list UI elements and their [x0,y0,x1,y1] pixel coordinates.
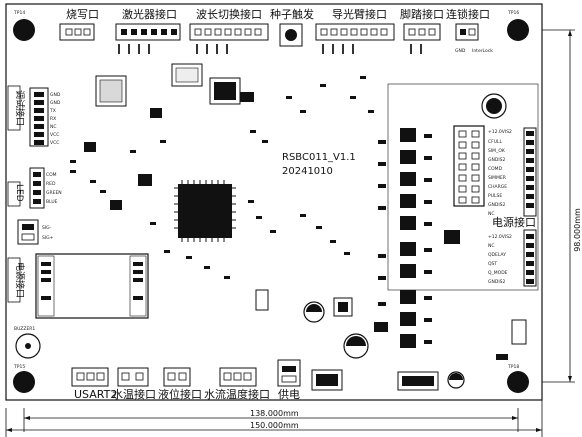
connector-label-laser: 激光器接口 [122,7,177,21]
uart-pin: NC [50,124,57,130]
interlock-pin-gnd: GND [455,48,466,54]
seed-trigger-button [279,23,303,47]
connector-light-guide [315,23,395,41]
connector-label-usart2: USART2 [74,388,117,401]
connector-label-seed-trigger: 种子触发 [270,7,314,21]
sig-pin: SIG+ [42,235,54,241]
rc1-pin: PULSE [488,193,502,199]
center-area: RSBC011_V1.1 20241010 [70,63,388,359]
led-pin: BLUE [46,199,58,205]
connector-label-footswitch: 脚踏接口 [400,7,444,21]
led-header [29,167,45,209]
mounting-hole-tr [507,19,529,41]
right-connector-2 [523,229,537,287]
mounting-hole-tl [13,19,35,41]
connector-label-flash: 烧写口 [66,8,99,21]
rc1-pin: COMD [488,166,503,172]
test-point-label: TP15 [13,364,25,370]
uart-pin: VCC [50,132,59,138]
board-outline [5,3,543,401]
rc1-pin: +12.0VIS2 [488,129,512,135]
rc1-pin: GNDIS2 [488,157,506,163]
connector-interlock [455,23,479,41]
connector-wavelength [189,23,269,41]
rc1-pin: CHARGE [488,184,507,190]
rc2-pin: NC [488,243,495,249]
rc1-pin: GNDIS2 [488,202,506,208]
right-side: +12.0VIS2 CFULL SIM_OK GNDIS2 COMD SIMME… [378,83,539,389]
uart-pin: RX [50,116,56,122]
electrolytic-cap [481,93,507,119]
connector-label-interlock: 连锁接口 [446,7,490,21]
rc2-pin: Q_MODE [488,270,508,276]
mcu-chip [178,184,232,238]
dimension-lines [5,29,575,437]
connector-footswitch [403,23,441,41]
connector-power [277,359,301,387]
uart-pin: VCC [50,140,59,146]
led-pin: GREEN [46,190,62,196]
connector-laser [115,23,181,41]
connector-usart2 [71,367,109,387]
left-label-power: 电源接口 [14,262,26,298]
connector-label-light-guide: 导光臂接口 [332,7,387,21]
rc2-pin: GNDIS2 [488,279,506,285]
uart-pin: GND [50,100,61,106]
left-label-debug: 调试接口 [14,90,26,126]
connector-flash [59,23,95,41]
led-pin: RED [46,181,56,187]
buzzer [15,333,41,359]
connector-label-liquid-level: 液位接口 [158,387,202,401]
mounting-hole-br [507,371,529,393]
left-side: 调试接口 LED 电源接口 GND GND TX RX NC VCC VCC C… [7,85,149,359]
connector-label-power: 供电 [278,387,300,401]
rc2-pin: QST [488,261,497,267]
power-module [35,253,149,319]
rc2-pin: QDELAY [488,252,506,258]
right-connector-1-label: 电源接口 [492,215,536,229]
rc2-pin: +12.0VIS2 [488,234,512,240]
rc1-pin: CFULL [488,139,503,145]
test-point-label: TP14 [13,10,25,16]
rc1-pin: SIMMER [488,175,506,181]
led-pin: COM [46,172,57,178]
connector-label-water-temp: 水温接口 [112,388,156,401]
bottom-connectors: USART2 水温接口 液位接口 水流温度接口 供电 [71,359,439,401]
dimension-outer-width: 150.000mm [250,421,299,430]
connector-water-temp [117,367,149,387]
board-date: 20241010 [282,166,333,177]
connector-label-wavelength: 波长切换接口 [196,7,262,21]
top-connectors: 烧写口 激光器接口 波长切换接口 种子触发 导光臂接口 [59,7,493,54]
sig-pin: SIG- [42,225,52,231]
dimension-inner-width: 138.000mm [250,409,299,418]
right-connector-1 [523,127,537,217]
uart-pin: TX [49,108,56,114]
uart-header [29,87,49,147]
top-pin-silk [118,44,422,54]
left-label-led: LED [14,184,24,202]
test-point-label: TP18 [507,364,519,370]
rc1-pin: SIM_OK [488,148,506,154]
connector-label-flow-temp: 水流温度接口 [204,387,270,401]
connector-flow-temp [219,367,257,387]
connector-liquid-level [163,367,191,387]
board-name: RSBC011_V1.1 [282,152,356,163]
dimension-height: 98.000mm [573,208,582,252]
uart-pin: GND [50,92,61,98]
idc-header [453,125,485,207]
sig-header [17,219,39,245]
test-point-label: TP16 [507,10,519,16]
buzzer-label: BUZZER1 [14,326,35,332]
mounting-hole-bl [13,371,35,393]
interlock-pin-interlock: InterLock [472,48,493,54]
rc1-pin: NC [488,211,495,217]
